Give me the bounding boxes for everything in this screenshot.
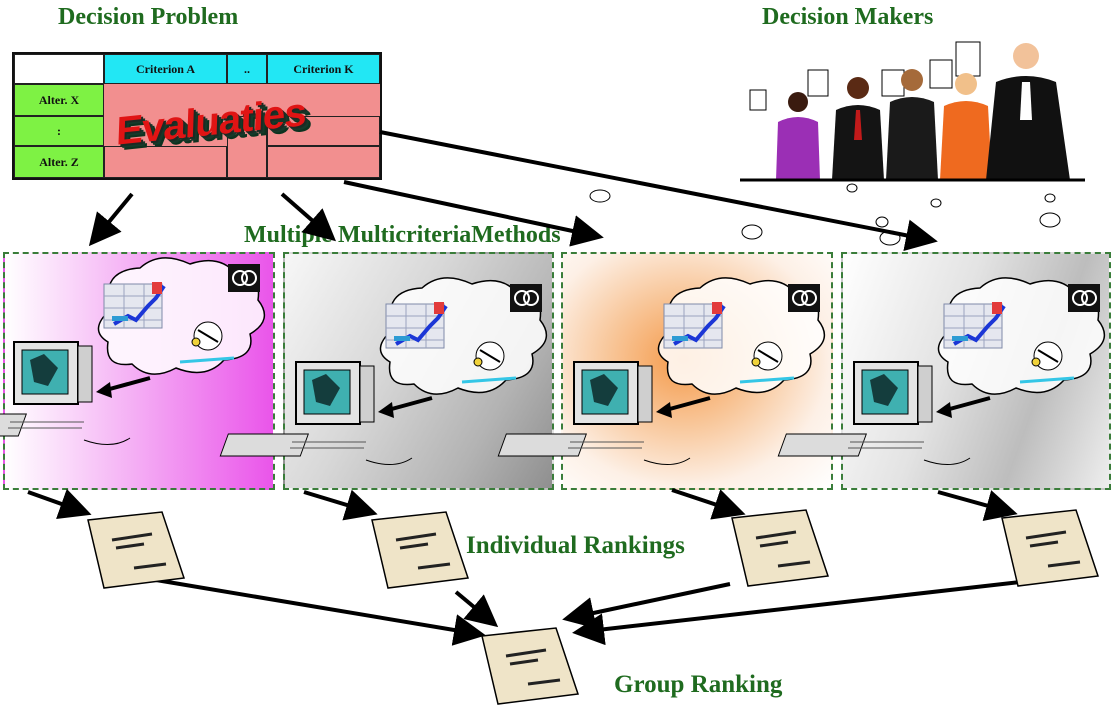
decision-table: Criterion A .. Criterion K Alter. X : Al…: [12, 52, 382, 180]
header-criterion-k: Criterion K: [267, 54, 380, 84]
grid-line: [104, 146, 227, 178]
individual-rankings-title: Individual Rankings: [466, 532, 685, 559]
decision-makers-title: Decision Makers: [762, 4, 934, 30]
decision-makers-illustration: [740, 41, 1085, 182]
decision-problem-title: Decision Problem: [58, 4, 239, 30]
table-corner-cell: [14, 54, 104, 84]
ranking-paper-4: [1001, 509, 1100, 587]
ranking-paper-1: [87, 511, 186, 589]
header-criterion-a: Criterion A: [104, 54, 227, 84]
ranking-paper-2: [371, 511, 470, 589]
ranking-paper-3: [731, 509, 830, 587]
header-ellipsis: ..: [227, 54, 267, 84]
row-alter-x: Alter. X: [14, 84, 104, 116]
multicriteria-methods-title: Multiple MulticriteriaMethods: [244, 222, 561, 248]
row-alter-z: Alter. Z: [14, 146, 104, 178]
grid-line: [227, 116, 267, 178]
evaluation-body: [104, 84, 380, 178]
group-ranking-title: Group Ranking: [614, 671, 783, 698]
grid-line: [267, 146, 380, 178]
grid-line: [267, 116, 380, 146]
row-ellipsis: :: [14, 116, 104, 146]
group-ranking-paper: [481, 627, 580, 705]
